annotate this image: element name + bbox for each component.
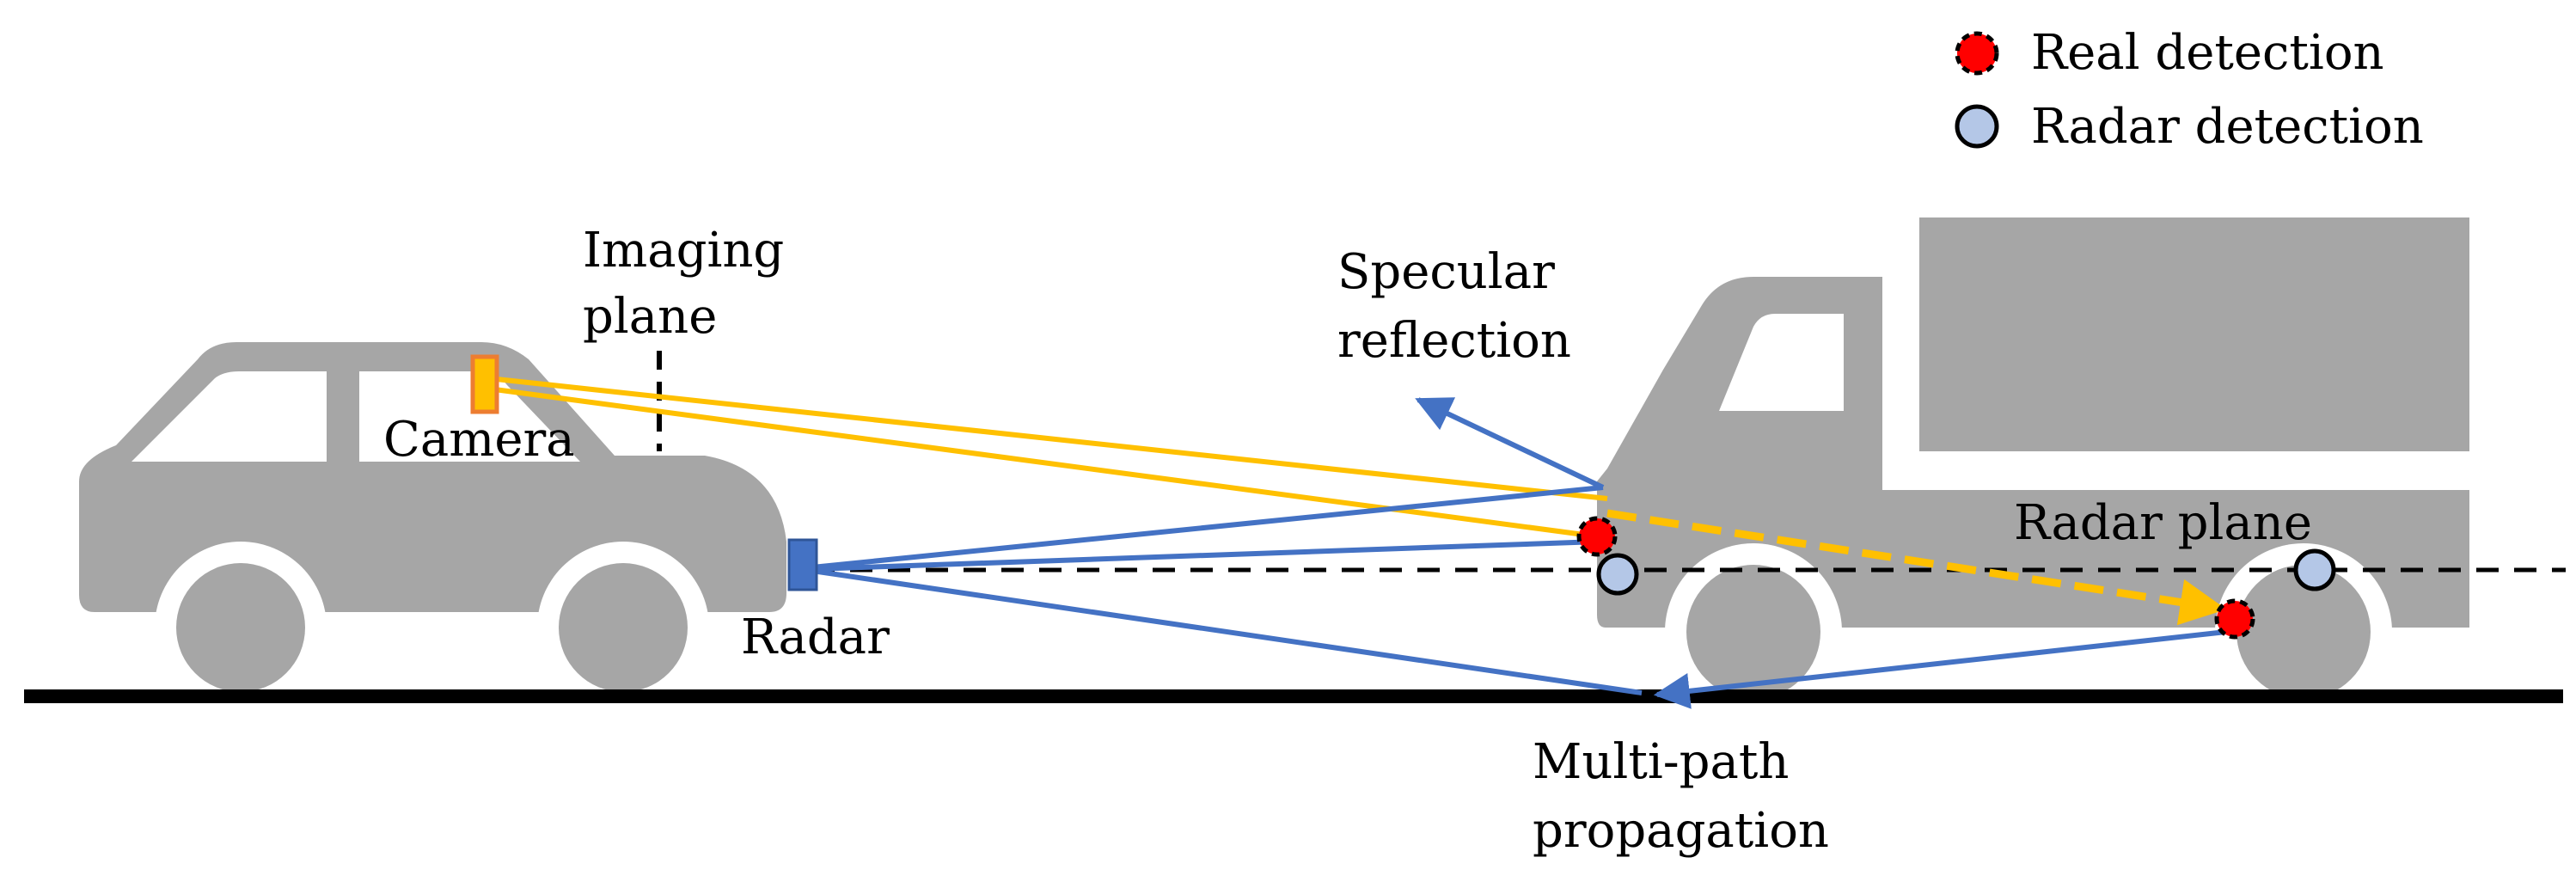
legend-real-detection-marker	[1955, 31, 1999, 76]
radar-detection-marker-2	[2293, 548, 2336, 591]
car-rear-window	[359, 371, 580, 462]
truck-cab-window	[1719, 314, 1844, 411]
specular-reflection-ray	[1415, 397, 1605, 490]
truck	[1597, 217, 2469, 720]
car-rear-wheel	[176, 563, 305, 692]
radar-detection-marker-1	[1596, 553, 1639, 596]
specular-reflection-label-line2: reflection	[1337, 313, 1571, 369]
camera-label: Camera	[383, 412, 575, 468]
multipath-label-line1: Multi-path	[1533, 734, 1789, 790]
car-front-window	[132, 371, 327, 462]
real-detection-marker-1	[1576, 516, 1618, 557]
radar-ray-to-ground	[811, 568, 1643, 695]
specular-reflection-label-line1: Specular	[1337, 244, 1555, 300]
legend: Real detection Radar detection	[1955, 25, 2424, 155]
camera-sensor	[470, 354, 499, 414]
radar-ray-to-real-detection	[811, 539, 1600, 572]
truck-rear-wheel	[2236, 565, 2371, 699]
legend-real-detection-label: Real detection	[2031, 25, 2384, 81]
radar-label: Radar	[741, 609, 890, 665]
camera-rays	[487, 376, 2227, 626]
legend-radar-detection-marker	[1955, 104, 1999, 149]
multipath-label-line2: propagation	[1533, 803, 1829, 859]
radar-ray-to-truck-top	[811, 485, 1604, 570]
radar-rays	[811, 397, 2227, 709]
camera-ray-to-truck-top	[487, 376, 1608, 501]
car	[79, 342, 786, 714]
radar-sensor	[787, 538, 818, 591]
truck-front-wheel	[1686, 565, 1820, 699]
multipath-return-ray	[1653, 629, 2227, 709]
truck-cargo-box	[1919, 217, 2469, 451]
legend-radar-detection-label: Radar detection	[2031, 99, 2424, 155]
ground-line	[24, 689, 2563, 703]
camera-ray-to-real-detection	[487, 386, 1598, 539]
car-front-wheel	[559, 563, 688, 692]
camera-ray-dashed-extension	[1606, 509, 2227, 626]
imaging-plane-label-line2: plane	[583, 289, 717, 345]
imaging-plane-label-line1: Imaging	[583, 223, 784, 279]
radar-plane-label: Radar plane	[2014, 495, 2312, 551]
real-detection-marker-2	[2214, 598, 2255, 640]
